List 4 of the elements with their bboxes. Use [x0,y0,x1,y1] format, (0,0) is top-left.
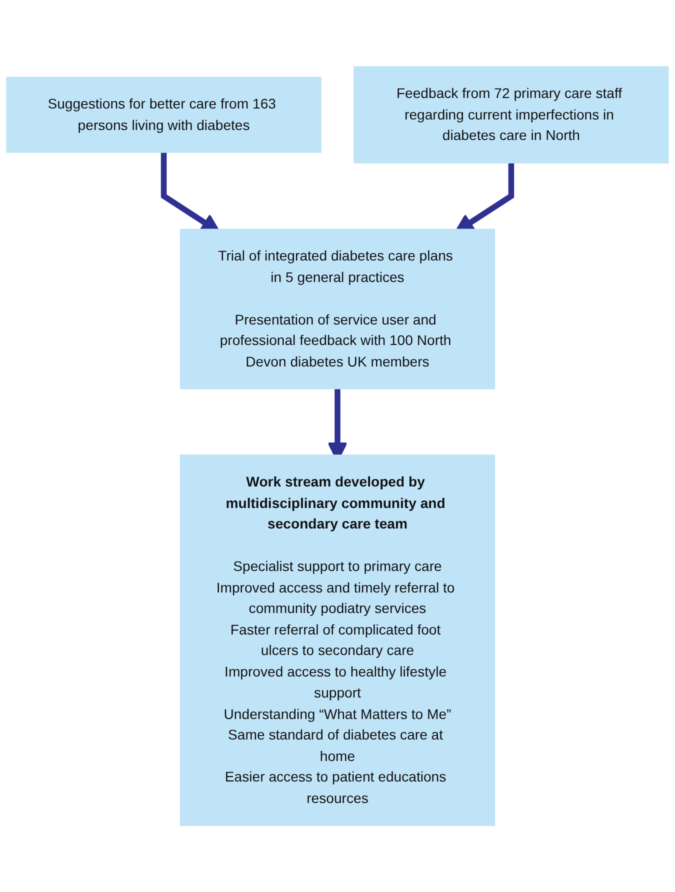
node-box: Suggestions for better care from 163 persons living with diabetes [6,76,322,153]
node-box: Feedback from 72 primary care staff regarding current imperfections in diabetes care in North [354,66,669,164]
node-box: Trial of integrated diabetes care plans in 5 general practices Presentation of service user and professional feedback with 100 North Devon diabetes UK members [180,228,496,390]
node-box: Work stream developed by multidisciplinary community and secondary care team Specialist support to primary care Improved access and timely referral to community podiatry services Faster referral of complicated foot ulcers to secondary care Improved access to healthy lifestyle support Understanding “What Matters to Me” Same standard of diabetes care at home Easier access to patient educations resources [180,454,496,826]
